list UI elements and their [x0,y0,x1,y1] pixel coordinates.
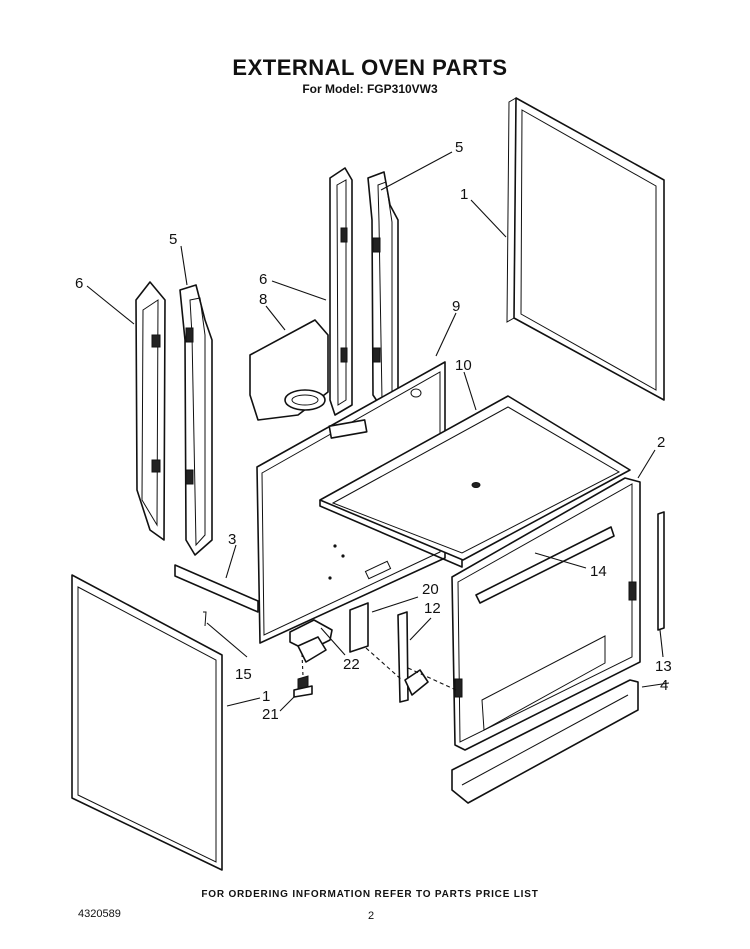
part-screw [293,675,313,698]
callout-21: 21 [262,706,279,723]
part-latch [397,611,429,703]
callout-3: 3 [228,531,236,548]
leader-lines [86,151,670,712]
callout-20: 20 [422,581,439,598]
callout-2: 2 [657,434,665,451]
part-side-panel-top [506,97,665,401]
callout-4: 4 [660,677,668,694]
part-hinge-channel-top [367,171,399,411]
part-side-panel-bottom [71,574,223,871]
callout-22: 22 [343,656,360,673]
part-toe-kick [451,679,639,804]
callout-6-left: 6 [75,275,83,292]
callout-15: 15 [235,666,252,683]
callout-8: 8 [259,291,267,308]
part-front-frame [451,477,641,751]
part-hinge-channel-left [179,284,213,556]
document-number: 4320589 [78,908,121,920]
page-number: 2 [368,910,375,922]
callout-9: 9 [452,298,460,315]
callout-5-top: 5 [455,139,463,156]
callout-10: 10 [455,357,472,374]
part-vent-duct [249,319,329,421]
part-side-trim-left [135,281,166,541]
callout-13: 13 [655,658,672,675]
part-small-screw [203,611,207,627]
ordering-note: FOR ORDERING INFORMATION REFER TO PARTS … [201,889,539,900]
part-side-trim-mid [329,167,353,416]
callout-5-left: 5 [169,231,177,248]
part-top-panel [319,395,631,568]
callout-6-mid: 6 [259,271,267,288]
part-rod [657,511,665,631]
callout-1-bottom: 1 [262,688,270,705]
page-title: EXTERNAL OVEN PARTS [232,55,508,80]
callout-12: 12 [424,600,441,617]
part-clip [349,602,369,653]
callout-1-top: 1 [460,186,468,203]
callout-14: 14 [590,563,607,580]
part-bottom-rail [174,564,259,613]
model-subtitle: For Model: FGP310VW3 [302,82,438,96]
